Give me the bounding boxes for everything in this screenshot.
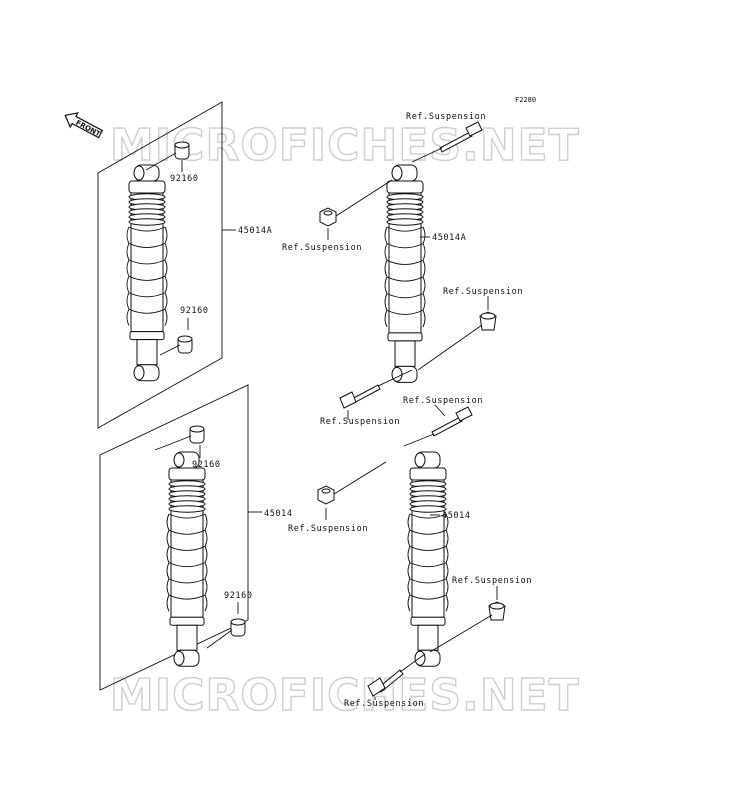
bushing-92160-d (230, 618, 246, 637)
shock-upper-right (384, 164, 426, 383)
bolt-top-right-1 (439, 121, 483, 153)
bushing-92160-b (177, 335, 193, 354)
shock-lower-left (166, 451, 208, 667)
bushing-92160-a (174, 141, 190, 160)
shock-upper-left (126, 164, 168, 382)
label-45014-left: 45014 (264, 509, 293, 519)
bolt-top-right-2 (431, 406, 473, 437)
nut-upper-1 (319, 207, 337, 227)
shock-lower-right (407, 451, 449, 667)
ref-suspension-3: Ref.Suspension (443, 287, 523, 297)
label-92160-a: 92160 (170, 174, 199, 184)
collar-right-2 (488, 601, 506, 621)
bushing-92160-c (189, 425, 205, 444)
ref-suspension-2: Ref.Suspension (282, 243, 362, 253)
collar-right-1 (479, 311, 497, 331)
bolt-bottom-1 (367, 669, 404, 697)
label-45014A-left: 45014A (238, 226, 272, 236)
front-arrow-icon: FRONT (64, 112, 104, 139)
watermark-bottom: MICROFICHES.NET (110, 670, 580, 721)
frame-lower-left (99, 384, 249, 691)
figure-code: F2280 (515, 96, 536, 104)
front-label: FRONT (74, 119, 102, 139)
ref-suspension-4: Ref.Suspension (403, 396, 483, 406)
bolt-mid-1 (339, 384, 381, 409)
ref-suspension-8: Ref.Suspension (344, 699, 424, 709)
nut-upper-2 (317, 485, 335, 505)
frame-upper-left (97, 101, 223, 429)
ref-suspension-6: Ref.Suspension (288, 524, 368, 534)
label-45014A-right: 45014A (432, 233, 466, 243)
ref-suspension-5: Ref.Suspension (320, 417, 400, 427)
label-92160-b: 92160 (180, 306, 209, 316)
ref-suspension-1: Ref.Suspension (406, 112, 486, 122)
leader-lines (145, 147, 498, 700)
shock-group (126, 164, 449, 667)
label-45014-right: 45014 (442, 511, 471, 521)
label-92160-d: 92160 (224, 591, 253, 601)
label-92160-c: 92160 (192, 460, 221, 470)
ref-suspension-7: Ref.Suspension (452, 576, 532, 586)
watermark-top: MICROFICHES.NET (110, 120, 580, 171)
